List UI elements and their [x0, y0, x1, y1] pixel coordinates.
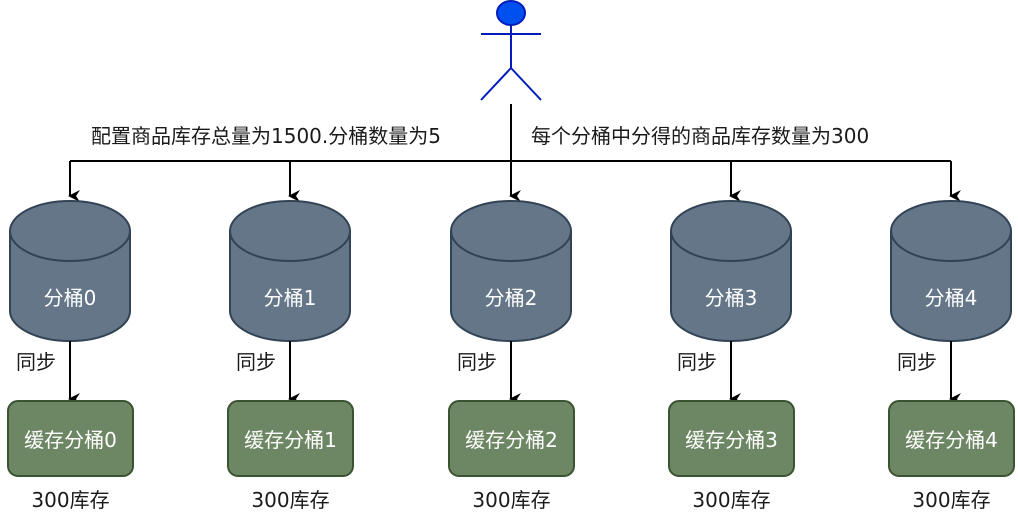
- distribution-connectors: [70, 104, 951, 202]
- bucket-cylinder[interactable]: [670, 200, 792, 342]
- bucket-label: 分桶2: [484, 286, 538, 310]
- bucket-label: 分桶0: [43, 286, 97, 310]
- bucket-cylinder[interactable]: [9, 200, 131, 342]
- sync-label: 同步: [16, 350, 56, 374]
- stock-label: 300库存: [472, 488, 551, 512]
- cache-bucket-box[interactable]: 缓存分桶3: [668, 400, 795, 477]
- sync-label: 同步: [457, 350, 497, 374]
- bucket-label: 分桶3: [704, 286, 758, 310]
- stock-label: 300库存: [31, 488, 110, 512]
- sync-label: 同步: [236, 350, 276, 374]
- bucket-cylinder[interactable]: [229, 200, 351, 342]
- stock-label: 300库存: [912, 488, 991, 512]
- cache-bucket-box[interactable]: 缓存分桶1: [227, 400, 354, 477]
- bucket-label: 分桶1: [263, 286, 317, 310]
- stock-label: 300库存: [692, 488, 771, 512]
- bucket-label: 分桶4: [924, 286, 978, 310]
- stock-label: 300库存: [251, 488, 330, 512]
- cache-bucket-box[interactable]: 缓存分桶4: [888, 400, 1015, 477]
- bucket-cylinder[interactable]: [450, 200, 572, 342]
- total-config-label: 配置商品库存总量为1500.分桶数量为5: [91, 124, 441, 148]
- actor-icon: [480, 0, 542, 101]
- per-bucket-label: 每个分桶中分得的商品库存数量为300: [531, 124, 870, 148]
- bucket-cylinder[interactable]: [890, 200, 1012, 342]
- cache-bucket-box[interactable]: 缓存分桶0: [7, 400, 134, 477]
- sync-label: 同步: [677, 350, 717, 374]
- cache-bucket-box[interactable]: 缓存分桶2: [448, 400, 575, 477]
- sync-label: 同步: [897, 350, 937, 374]
